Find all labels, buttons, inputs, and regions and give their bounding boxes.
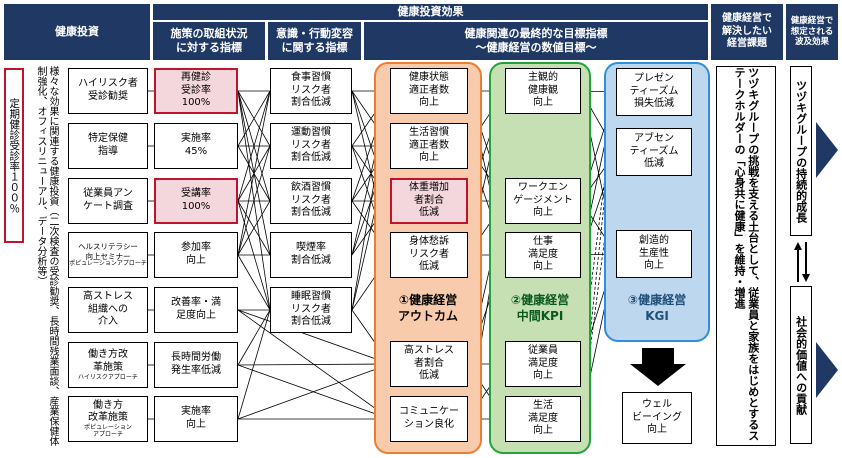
header-kenko-toshi-koka: 健康投資効果 — [153, 4, 708, 20]
kpi-box: 仕事 満足度 向上 — [505, 232, 581, 278]
investment-box: ヘルスリテラシー 向上セミナーポピュレーションアプローチ — [68, 232, 148, 278]
kpi-box: 従業員 満足度 向上 — [505, 341, 581, 387]
updown-arrow-icon — [794, 242, 810, 282]
hakyu-top-box: ツヅキグループの持続的成長 — [790, 66, 812, 236]
left-target-text: 定期健診受診率１００％ — [8, 97, 21, 214]
ishiki-box: 喫煙率 割合低減 — [270, 232, 352, 278]
ishiki-box: 運動習慣 リスク者 割合低減 — [270, 123, 352, 169]
investment-box: 働き方改 革施策ハイリスクアプローチ — [68, 342, 148, 388]
investment-sublabel: ポピュレーション アプローチ — [84, 424, 132, 438]
kgi-box: プレゼン ティーズム 損失低減 — [616, 68, 692, 116]
hakyu-top-text: ツヅキグループの持続的成長 — [794, 79, 808, 223]
torikumi-box: 受講率 100% — [154, 178, 238, 224]
investment-label: 特定保健 指導 — [88, 133, 128, 157]
torikumi-box: 参加率 向上 — [154, 232, 238, 278]
kpi-box: ワークエン ゲージメント 向上 — [505, 178, 581, 224]
torikumi-box: 改善率・満 足度向上 — [154, 287, 238, 333]
left-target-box: 定期健診受診率１００％ — [4, 68, 24, 243]
investment-label: 働き方 改革施策 — [88, 399, 128, 424]
header-hakyu: 健康経営で 想定される 波及効果 — [786, 4, 838, 60]
investment-box: 特定保健 指導 — [68, 123, 148, 169]
torikumi-box: 再健診 受診率 100% — [154, 68, 238, 114]
investment-label: 従業員アン ケート調査 — [83, 188, 133, 212]
hakyu-bottom-text: 社会的価値への貢献 — [794, 315, 808, 415]
hakyu-bottom-box: 社会的価値への貢献 — [790, 286, 812, 444]
investment-box: 高ストレス 組織への 介入 — [68, 287, 148, 333]
torikumi-box: 実施率 向上 — [154, 396, 238, 442]
left-desc-text: 様々な効果に関連する健康投資（二次検査の受診勧奨、長時間残業面談、産業保健体制強… — [35, 66, 58, 446]
torikumi-box: 実施率 45% — [154, 123, 238, 169]
down-arrow-icon — [630, 348, 686, 386]
outcome-box: 体重増加 者割合 低減 — [390, 178, 468, 224]
chevron-right-icon-2 — [816, 342, 838, 398]
ishiki-box: 飲酒習慣 リスク者 割合低減 — [270, 178, 352, 224]
kadai-text: ツヅキグループの挑戦を支える土台として、従業員と家族をはじめとするステークホルダ… — [733, 67, 760, 441]
investment-box: 働き方 改革施策ポピュレーション アプローチ — [68, 396, 148, 442]
ishiki-box: 食事習慣 リスク者 割合低減 — [270, 68, 352, 114]
outcome-box: 生活習慣 適正者数 向上 — [390, 123, 468, 169]
left-desc-box: 様々な効果に関連する健康投資（二次検査の受診勧奨、長時間残業面談、産業保健体制強… — [26, 66, 66, 446]
outcome-box: コミュニケー ション良化 — [390, 396, 468, 442]
investment-label: 働き方改 革施策 — [88, 348, 128, 373]
outcome-box: 健康状態 適正者数 向上 — [390, 68, 468, 114]
kpi-box: 生活 満足度 向上 — [505, 396, 581, 442]
ishiki-box: 睡眠習慣 リスク者 割合低減 — [270, 287, 352, 333]
wellbeing-box: ウェル ビーイング 向上 — [622, 392, 692, 444]
investment-box: 従業員アン ケート調査 — [68, 178, 148, 224]
kadai-box: ツヅキグループの挑戦を支える土台として、従業員と家族をはじめとするステークホルダ… — [716, 66, 776, 446]
header-torikumi: 施策の取組状況 に対する指標 — [153, 22, 265, 60]
kpi-box: 主観的 健康観 向上 — [505, 68, 581, 114]
investment-label: ハイリスク者 受診勧奨 — [78, 78, 138, 102]
investment-label: ヘルスリテラシー 向上セミナー — [78, 242, 138, 261]
header-saishu: 健康関連の最終的な目標指標 ～健康経営の数値目標～ — [364, 22, 708, 60]
zone-kgi-label: ③健康経営 KGI — [627, 293, 687, 324]
chevron-right-icon — [816, 122, 838, 178]
header-kenko-toshi: 健康投資 — [4, 4, 150, 60]
investment-label: 高ストレス 組織への 介入 — [83, 290, 133, 328]
investment-box: ハイリスク者 受診勧奨 — [68, 68, 148, 114]
torikumi-box: 長時間労働 発生率低減 — [154, 342, 238, 388]
investment-sublabel: ポピュレーションアプローチ — [69, 260, 147, 268]
kgi-box: 創造的 生産性 向上 — [616, 230, 692, 278]
zone-outcome-label: ①健康経営 アウトカム — [397, 293, 458, 324]
header-kadai: 健康経営で 解決したい 経営課題 — [711, 4, 783, 60]
kgi-box: アブセン ティーズム 低減 — [616, 128, 692, 176]
header-ishiki: 意識・行動変容 に関する指標 — [268, 22, 361, 60]
outcome-box: 高ストレス 者割合 低減 — [390, 341, 468, 387]
zone-kpi-label: ②健康経営 中間KPI — [510, 293, 570, 324]
outcome-box: 身体愁訴 リスク者 低減 — [390, 232, 468, 278]
investment-sublabel: ハイリスクアプローチ — [78, 373, 138, 381]
